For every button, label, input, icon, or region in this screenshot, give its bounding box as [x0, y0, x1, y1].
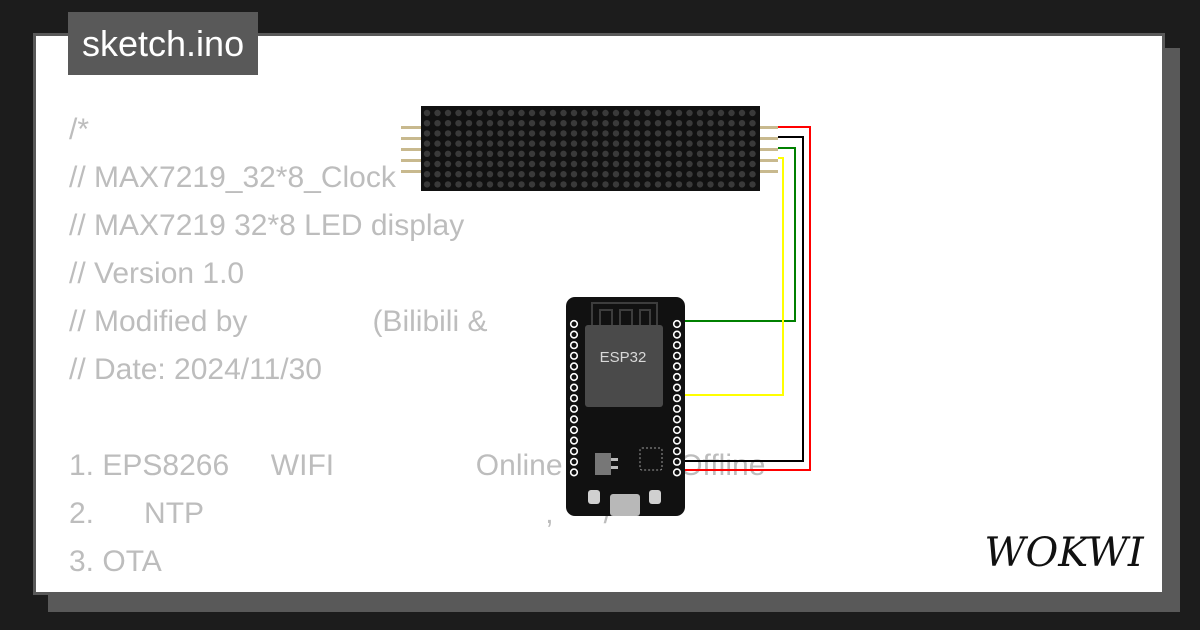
led-matrix-icon[interactable] — [401, 106, 778, 191]
brand-logo-text: WOKWI — [984, 530, 1144, 576]
file-name-label: sketch.ino — [82, 23, 245, 64]
wire-yellow — [678, 157, 784, 396]
wire-green — [678, 147, 796, 322]
code-line: // MAX7219 32*8 LED display — [69, 209, 465, 242]
code-line: // MAX7219_32*8_Clock — [69, 161, 396, 194]
code-preview: /* // MAX7219_32*8_Clock // MAX7219 32*8 L… — [69, 106, 766, 592]
chip-label: ESP32 — [600, 349, 647, 366]
code-line: // Modified by (Bilibili & — [69, 305, 488, 338]
code-line: // Version 1.0 — [69, 257, 245, 290]
esp32-board-icon[interactable]: ESP32 — [566, 297, 685, 516]
usb-port-icon — [610, 494, 640, 516]
wokwi-logo-icon[interactable]: WOKWI — [974, 522, 1154, 582]
file-name-tab[interactable]: sketch.ino — [68, 12, 259, 75]
wire-black — [678, 136, 804, 462]
wire-red — [678, 126, 811, 471]
wires — [678, 126, 811, 471]
code-line: /* — [69, 113, 90, 146]
code-line: // Date: 2024/11/30 — [69, 353, 322, 386]
code-line: 3. OTA — [69, 545, 162, 578]
code-line: 1. EPS8266 WIFI Online Offline — [69, 449, 766, 482]
